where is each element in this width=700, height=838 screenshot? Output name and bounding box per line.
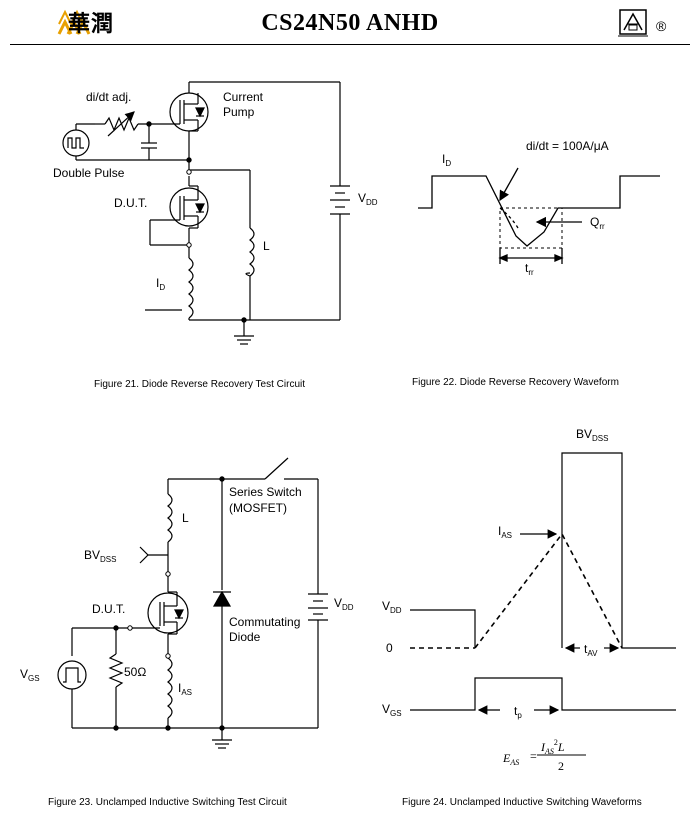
id-label: ID xyxy=(156,276,165,292)
commutating-label: Commutating xyxy=(229,615,300,629)
figure-22-waveform xyxy=(418,167,660,264)
vdd-label: VDD xyxy=(358,191,378,207)
series-switch-label: Series Switch xyxy=(229,485,302,499)
inductor-label: L xyxy=(182,511,189,525)
zero-level-label: 0 xyxy=(386,641,393,655)
ias-waveform-label: IAS xyxy=(498,524,512,540)
vgs-waveform-label: VGS xyxy=(382,702,402,718)
didt-spec-label: di/dt = 100A/μA xyxy=(526,139,609,153)
didt-adj-label: di/dt adj. xyxy=(86,90,131,104)
logo-text: 華潤 xyxy=(68,11,115,36)
dut-label: D.U.T. xyxy=(92,602,125,616)
eas-equals: = xyxy=(530,749,537,763)
trr-label: trr xyxy=(525,261,534,277)
bvdss-waveform-label: BVDSS xyxy=(576,427,608,443)
certification-seal-icon xyxy=(618,9,648,37)
registered-mark: ® xyxy=(656,18,667,34)
current-pump-label: Current xyxy=(223,90,264,104)
eas-numerator: IAS2L xyxy=(540,738,565,756)
double-pulse-label: Double Pulse xyxy=(53,166,125,180)
tp-label: tp xyxy=(514,704,522,720)
header-rule xyxy=(10,44,690,45)
qrr-label: Qrr xyxy=(590,215,605,231)
current-pump-label-2: Pump xyxy=(223,105,255,119)
mosfet-label: (MOSFET) xyxy=(229,501,287,515)
resistor-label: 50Ω xyxy=(124,665,146,679)
figure-23-caption: Figure 23. Unclamped Inductive Switching… xyxy=(48,797,287,808)
figure-21-nodes xyxy=(146,121,247,323)
dut-label: D.U.T. xyxy=(114,196,147,210)
figure-21-circuit xyxy=(62,81,350,345)
page-header: 華潤 CS24N50 ANHD ® xyxy=(0,0,700,46)
vdd-label: VDD xyxy=(334,596,354,612)
figure-23-nodes xyxy=(113,476,225,731)
eas-lhs: EAS xyxy=(502,751,519,767)
eas-denominator: 2 xyxy=(558,759,564,773)
diode-label: Diode xyxy=(229,630,261,644)
page-title: CS24N50 ANHD xyxy=(261,10,439,36)
figure-24-caption: Figure 24. Unclamped Inductive Switching… xyxy=(402,797,642,808)
bvdss-label: BVDSS xyxy=(84,548,116,564)
figure-21-caption: Figure 21. Diode Reverse Recovery Test C… xyxy=(94,379,305,390)
id-waveform-label: ID xyxy=(442,152,451,168)
vgs-source-label: VGS xyxy=(20,667,40,683)
ias-label: IAS xyxy=(178,681,192,697)
figure-23-circuit xyxy=(57,457,328,749)
tav-label: tAV xyxy=(584,642,598,658)
company-logo-icon xyxy=(57,9,91,35)
eas-equation: EAS = IAS2L 2 xyxy=(502,738,565,773)
figure-24-waveform xyxy=(410,452,676,756)
inductor-label: L xyxy=(263,239,270,253)
vdd-waveform-label: VDD xyxy=(382,599,402,615)
figure-22-caption: Figure 22. Diode Reverse Recovery Wavefo… xyxy=(412,377,619,388)
